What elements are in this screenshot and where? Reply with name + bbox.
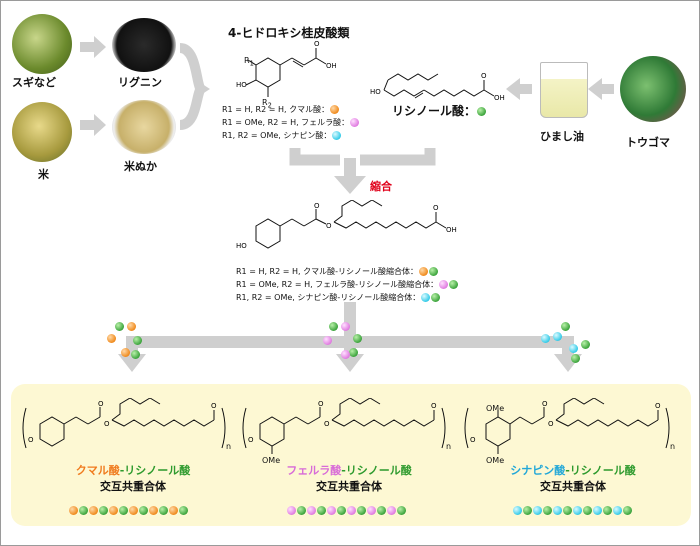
castor-oil-label: ひまし油 (540, 130, 584, 143)
monomer-cluster-sinapic (540, 322, 590, 366)
lignin-label: リグニン (118, 76, 162, 89)
copolymer-ferulic-name: フェルラ酸-リシノール酸 (264, 462, 434, 478)
oxo-O: O (314, 40, 320, 48)
cedar-photo (12, 14, 72, 74)
ferulic-rest-text: -リシノール酸 (341, 464, 412, 477)
castor-plant-label: トウゴマ (626, 136, 670, 149)
coumaric-rest-text: -リシノール酸 (119, 464, 191, 477)
sinapic-ball-icon (332, 131, 342, 140)
svg-text:O: O (433, 204, 439, 212)
svg-text:O: O (431, 402, 437, 410)
ferulic-ome: OMe (262, 456, 281, 465)
svg-text:O: O (655, 402, 661, 410)
arrow-split-head-left (118, 354, 146, 372)
copolymer-sinapic-name: シナピン酸-リシノール酸 (488, 462, 658, 478)
condensate-legend: R1 = H, R2 = H, クマル酸-リシノール酸縮合体： R1 = OMe… (236, 266, 459, 303)
legend-sinapic: R1, R2 = OMe, シナピン酸： (222, 130, 359, 141)
arrow-merge-head (196, 80, 210, 98)
svg-text:O: O (104, 420, 110, 428)
hydroxycinnamic-legend: R1 = H, R2 = H, クマル酸： R1 = OMe, R2 = H, … (222, 104, 360, 141)
svg-text:O: O (98, 400, 104, 408)
r2-label: R2 (262, 98, 272, 110)
arrow-center-stem (344, 158, 356, 178)
arrow-castor-oil (588, 78, 614, 100)
copolymer-panel (11, 384, 691, 526)
rice-photo (12, 102, 72, 162)
sinapic-ome-top: OMe (486, 404, 505, 413)
n-subscript-left: n (226, 442, 232, 451)
chain-sinapic (512, 500, 632, 519)
r1-label: R1 (244, 56, 254, 68)
chain-ferulic (286, 500, 406, 519)
legend-coumaric: R1 = H, R2 = H, クマル酸： (222, 104, 359, 115)
condensation-label: 縮合 (370, 180, 392, 193)
castor-oil-beaker (540, 62, 588, 118)
arrow-right-down (360, 148, 436, 166)
oh-O: OH (326, 62, 336, 70)
ricinoleic-label: リシノール酸： (392, 102, 487, 119)
copolymer-coumaric-sub: 交互共重合体 (100, 480, 166, 493)
coumaric-ball-icon (330, 105, 340, 114)
polymer-coumaric-structure: O O O O (22, 398, 226, 449)
castor-plant-photo (620, 56, 686, 122)
svg-text:O: O (314, 202, 320, 210)
cedar-label: スギなど (12, 76, 56, 89)
svg-text:O: O (470, 436, 476, 444)
ho-group: HO (236, 81, 247, 89)
legend-ferulic: R1 = OMe, R2 = H, フェルラ酸： (222, 117, 360, 128)
svg-text:O: O (318, 400, 324, 408)
rice-label: 米 (38, 168, 49, 181)
monomer-cluster-ferulic (322, 322, 366, 366)
ricinoleic-o: O (481, 72, 487, 80)
coumaric-acid-text: クマル酸 (75, 464, 120, 477)
hydroxycinnamic-title: 4-ヒドロキシ桂皮酸類 (228, 26, 350, 40)
copolymer-coumaric-name: クマル酸-リシノール酸 (48, 462, 218, 478)
arrow-rice-ricebran (80, 114, 106, 136)
ferulic-ball-icon (350, 118, 360, 127)
svg-text:O: O (211, 402, 217, 410)
svg-text:O: O (324, 420, 330, 428)
ricinoleic-cooh: OH (494, 94, 505, 102)
sinapic-acid-text: シナピン酸 (510, 464, 566, 477)
svg-text:O: O (28, 436, 34, 444)
polymer-sinapic-structure: O O O O (464, 398, 670, 454)
ricinoleic-structure: HO O OH (370, 72, 505, 102)
arrow-cedar-lignin (80, 36, 106, 58)
n-subscript-center: n (446, 442, 452, 451)
copolymer-ferulic-sub: 交互共重合体 (316, 480, 382, 493)
lignin-photo (112, 18, 176, 72)
ricebran-label: 米ぬか (124, 160, 157, 173)
legend-ferulic-condensate: R1 = OMe, R2 = H, フェルラ酸-リシノール酸縮合体： (236, 279, 459, 290)
ricebran-photo (112, 100, 176, 154)
arrow-left-down (289, 148, 340, 166)
chain-coumaric (68, 500, 188, 519)
legend-coumaric-condensate: R1 = H, R2 = H, クマル酸-リシノール酸縮合体： (236, 266, 458, 277)
n-subscript-right: n (670, 442, 676, 451)
ferulic-acid-text: フェルラ酸 (286, 464, 342, 477)
copolymer-sinapic-sub: 交互共重合体 (540, 480, 606, 493)
svg-text:OH: OH (446, 226, 457, 234)
svg-text:HO: HO (236, 242, 247, 250)
svg-text:O: O (248, 436, 254, 444)
polymer-ferulic-structure: O O O O (242, 398, 446, 454)
ricinoleic-oh: HO (370, 88, 381, 96)
hydroxycinnamic-structure: O OH HO (236, 40, 336, 97)
condensate-structure: HO O O O OH (236, 200, 457, 250)
svg-text:O: O (542, 400, 548, 408)
legend-sinapic-condensate: R1, R2 = OMe, シナピン酸-リシノール酸縮合体： (236, 292, 458, 303)
svg-text:O: O (326, 222, 332, 230)
ricinoleic-ball-icon (477, 107, 487, 116)
sinapic-rest-text: -リシノール酸 (565, 464, 636, 477)
sinapic-ome-bottom: OMe (486, 456, 505, 465)
svg-text:O: O (548, 420, 554, 428)
monomer-cluster-coumaric (106, 322, 150, 366)
arrow-center-head (334, 176, 366, 194)
arrow-oil-ricinoleic (506, 78, 532, 100)
